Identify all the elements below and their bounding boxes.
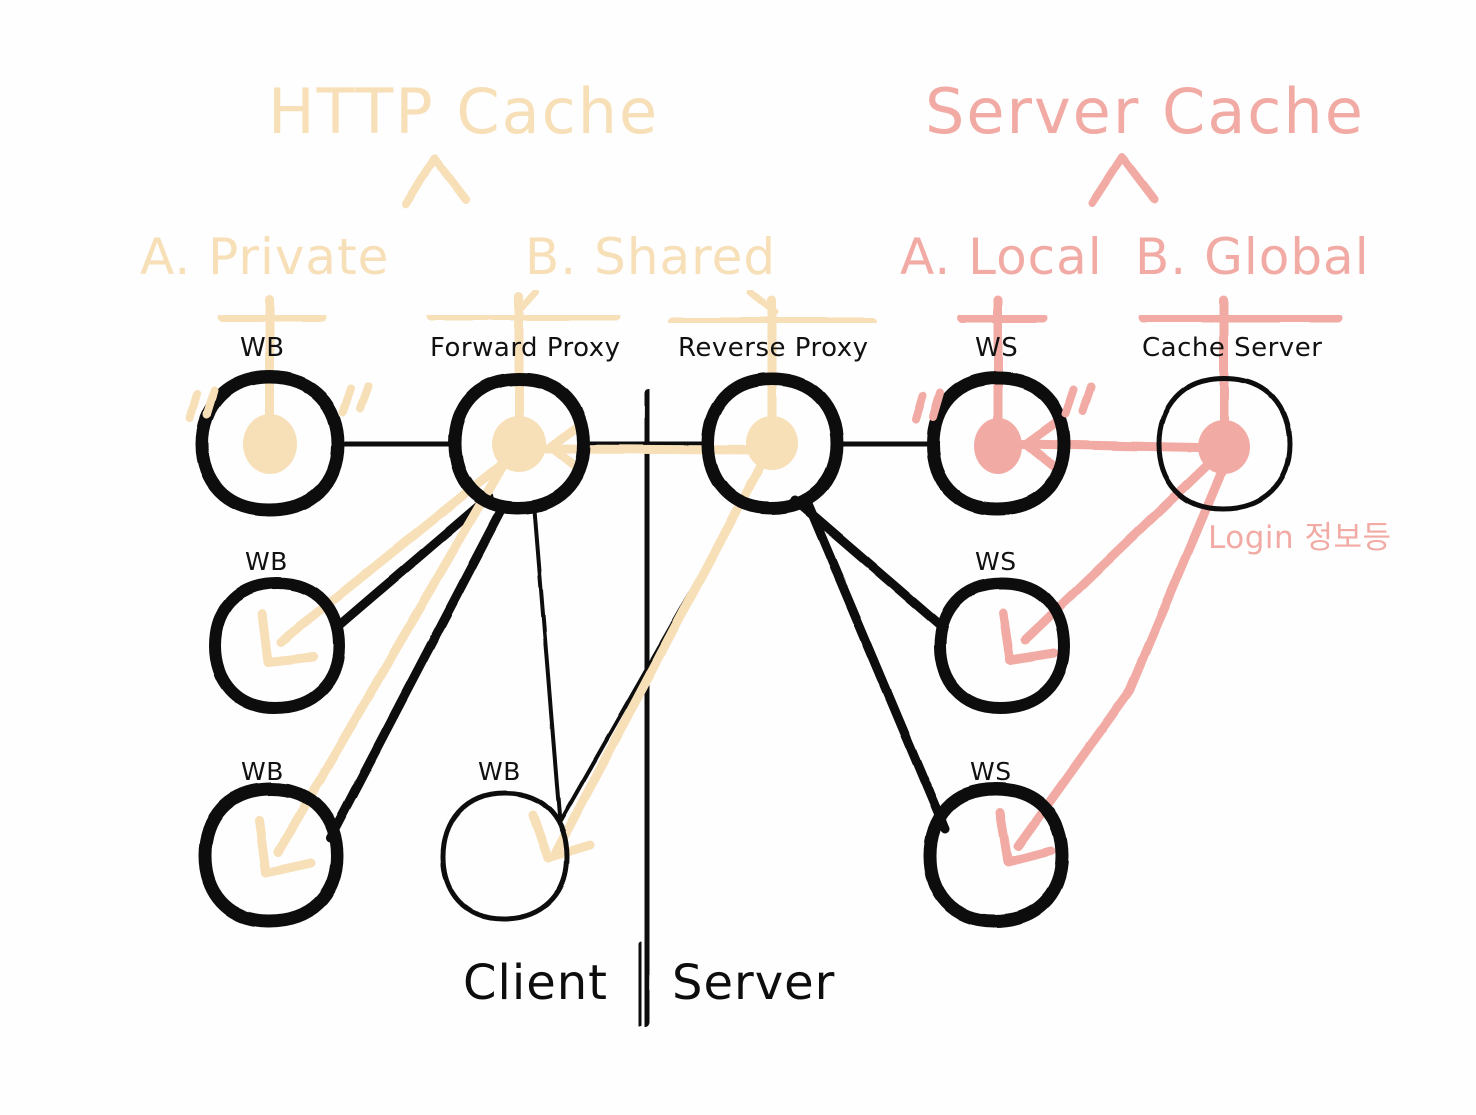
caret-server-cache bbox=[1088, 153, 1158, 207]
footer-server-label: Server bbox=[672, 955, 836, 1011]
footer-divider-tick bbox=[635, 942, 645, 1026]
node-center-dots bbox=[243, 414, 1250, 474]
forward-proxy-edges bbox=[325, 492, 562, 843]
subheading-pointers bbox=[514, 288, 779, 316]
pink-flow-cs-to-ws-top bbox=[1018, 416, 1229, 473]
node-label-wb-bottom-mid: WB bbox=[478, 757, 521, 786]
node-label-cache-server: Cache Server bbox=[1142, 333, 1323, 363]
node-label-wb-top: WB bbox=[240, 333, 285, 363]
annotation-login-info: Login 정보등 bbox=[1208, 520, 1392, 556]
heading-server-cache: Server Cache bbox=[925, 75, 1365, 148]
node-label-wb-bottom-left: WB bbox=[241, 757, 284, 786]
footer-client-label: Client bbox=[463, 955, 608, 1011]
node-label-ws-mid-right: WS bbox=[975, 547, 1017, 576]
node-label-wb-mid-left: WB bbox=[245, 547, 288, 576]
peach-flow-fp-to-wb-bottom-left bbox=[254, 455, 511, 878]
subheading-a-private: A. Private bbox=[140, 228, 390, 286]
node-label-forward-proxy: Forward Proxy bbox=[430, 333, 621, 363]
subheading-b-global: B. Global bbox=[1135, 228, 1370, 286]
reverse-proxy-edges bbox=[559, 495, 950, 834]
sparkle-marks bbox=[186, 382, 1095, 424]
node-label-ws-top: WS bbox=[975, 333, 1019, 363]
subheading-a-local: A. Local bbox=[900, 228, 1103, 286]
caret-http-cache bbox=[402, 154, 470, 208]
leaf-circles bbox=[198, 576, 1071, 928]
heading-http-cache: HTTP Cache bbox=[268, 75, 660, 148]
subheading-b-shared: B. Shared bbox=[525, 228, 777, 286]
node-label-ws-bottom-right: WS bbox=[970, 757, 1012, 786]
pink-flow-cs-to-ws-bottom bbox=[995, 457, 1231, 867]
client-server-divider bbox=[640, 388, 654, 1027]
label-underlines bbox=[217, 311, 1343, 327]
peach-flow-rp-to-wb-mid bbox=[528, 450, 771, 863]
node-label-reverse-proxy: Reverse Proxy bbox=[678, 333, 869, 363]
